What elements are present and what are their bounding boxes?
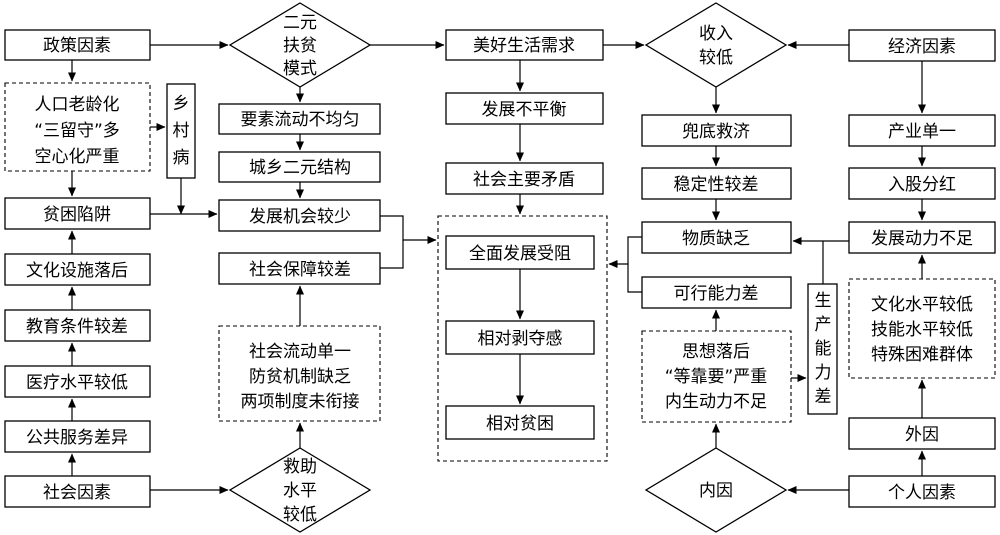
internal-diamond: [644, 447, 788, 533]
culture-facility-label: 文化设施落后: [26, 261, 128, 281]
production-ability-char-4: 力: [815, 363, 832, 383]
production-ability-char-3: 能: [815, 339, 832, 359]
stability-label: 稳定性较差: [674, 175, 759, 195]
policy-factor-label: 政策因素: [43, 36, 111, 56]
rural-issues-line-3: 空心化严重: [35, 147, 120, 167]
unbalanced-label: 发展不平衡: [482, 100, 567, 120]
connector-security-to-group: [380, 240, 404, 269]
economic-factor-label: 经济因素: [888, 37, 956, 57]
economic-factor-node: [848, 29, 996, 62]
education-node: [4, 309, 151, 342]
factor-flow-label: 要素流动不均匀: [241, 110, 360, 130]
social-mobility-line-1: 社会流动单一: [249, 342, 351, 362]
deprivation-label: 相对剥夺感: [478, 329, 563, 349]
rural-issues-line-2: “三留守”多: [34, 121, 120, 141]
urban-rural-node: [218, 151, 381, 183]
industry-node: [848, 114, 996, 147]
connector-feasibility-to-group: [627, 264, 642, 293]
no-momentum-label: 发展动力不足: [871, 229, 973, 249]
material-node: [641, 221, 792, 254]
production-ability-char-2: 产: [815, 315, 832, 335]
education-label: 教育条件较差: [26, 317, 128, 337]
personal-factor-label: 个人因素: [888, 483, 956, 503]
medical-node: [4, 365, 151, 398]
industry-label: 产业单一: [888, 122, 956, 142]
unbalanced-node: [445, 92, 604, 125]
skills-line-3: 特殊困难群体: [871, 345, 973, 365]
social-mobility-line-3: 两项制度未衔接: [241, 392, 360, 412]
relative-poverty-node: [445, 405, 595, 440]
rural-disease-char-1: 乡: [173, 94, 190, 114]
skills-line-1: 文化水平较低: [871, 295, 973, 315]
policy-factor-node: [4, 29, 151, 61]
social-factor-node: [4, 475, 151, 508]
public-service-node: [4, 420, 151, 453]
no-momentum-node: [848, 221, 996, 254]
public-service-label: 公共服务差异: [26, 428, 128, 448]
arrow-material-to-group: [608, 236, 642, 268]
mindset-box: [641, 330, 792, 423]
production-ability-char-1: 生: [815, 291, 832, 311]
main-conflict-label: 社会主要矛盾: [473, 170, 575, 190]
arrow-opportunity-to-group: [380, 215, 437, 244]
deprivation-node: [445, 320, 595, 355]
needs-node: [445, 29, 604, 61]
internal-label: 内因: [699, 481, 733, 501]
social-factor-label: 社会因素: [43, 483, 111, 503]
material-label: 物质缺乏: [682, 229, 750, 249]
social-mobility-box: [218, 325, 381, 422]
dual-mode-line-1: 二元: [283, 13, 317, 33]
social-mobility-line-2: 防贫机制缺乏: [249, 367, 351, 387]
skills-line-2: 技能水平较低: [871, 320, 973, 340]
hindered-label: 全面发展受阻: [469, 244, 571, 264]
dual-mode-line-3: 模式: [283, 59, 317, 79]
few-opportunity-label: 发展机会较少: [249, 207, 351, 227]
urban-rural-label: 城乡二元结构: [249, 158, 351, 178]
feasibility-node: [641, 276, 792, 309]
share-dividend-label: 入股分红: [888, 175, 956, 195]
personal-factor-node: [848, 475, 996, 508]
aid-level-diamond: [228, 447, 372, 533]
mindset-line-3: 内生动力不足: [665, 392, 767, 412]
mindset-line-1: 思想落后: [682, 342, 750, 362]
rural-issues-line-1: 人口老龄化: [35, 95, 120, 115]
low-income-line-2: 较低: [699, 48, 733, 68]
social-security-label: 社会保障较差: [249, 260, 351, 280]
bottom-aid-node: [641, 114, 792, 147]
dual-mode-line-2: 扶贫: [283, 36, 317, 56]
external-node: [848, 417, 996, 450]
aid-level-line-1: 救助: [283, 457, 317, 477]
relative-poverty-label: 相对贫困: [486, 414, 554, 434]
external-label: 外因: [905, 425, 939, 445]
main-conflict-node: [445, 162, 604, 195]
low-income-line-1: 收入: [699, 24, 733, 44]
culture-facility-node: [4, 253, 151, 286]
share-dividend-node: [848, 167, 996, 200]
production-ability-char-5: 差: [815, 387, 832, 407]
bottom-aid-label: 兜底救济: [682, 122, 750, 142]
needs-label: 美好生活需求: [473, 36, 575, 56]
rural-disease-node: [166, 83, 196, 179]
mindset-line-2: “等靠要”严重: [665, 367, 768, 387]
rural-disease-char-3: 病: [173, 148, 190, 168]
rural-issues-box: [4, 82, 151, 172]
hindered-node: [445, 235, 595, 270]
aid-level-line-2: 水平: [283, 481, 317, 501]
poverty-trap-label: 贫困陷阱: [43, 205, 111, 225]
medical-label: 医疗水平较低: [26, 373, 128, 393]
stability-node: [641, 167, 792, 200]
low-income-diamond: [644, 2, 788, 88]
feasibility-label: 可行能力差: [674, 284, 759, 304]
rural-disease-char-2: 村: [173, 121, 190, 141]
poverty-trap-node: [4, 197, 151, 230]
aid-level-line-3: 较低: [283, 505, 317, 525]
